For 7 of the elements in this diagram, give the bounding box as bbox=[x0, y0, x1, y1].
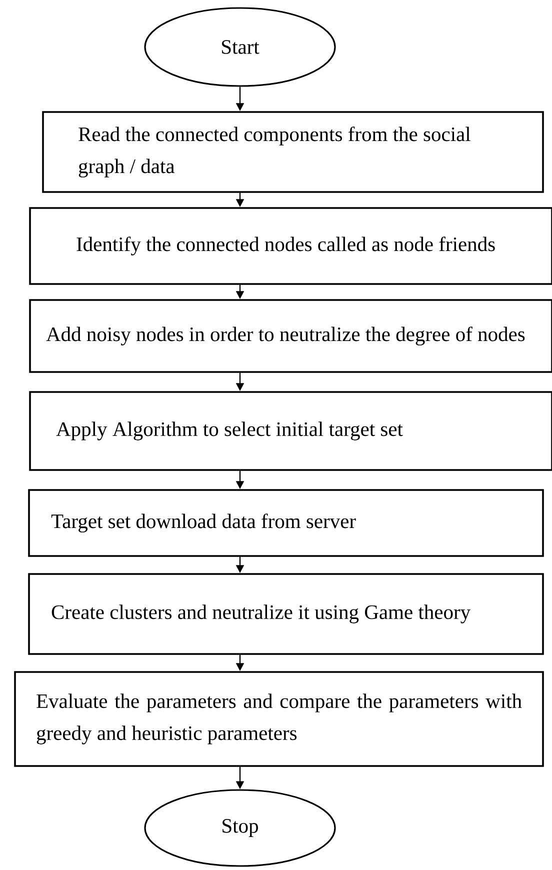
process-box: Create clusters and neutralize it using Game theory bbox=[28, 573, 544, 655]
process-box: Apply Algorithm to select initial target set bbox=[29, 391, 552, 471]
process-box: Identify the connected nodes called as node friends bbox=[29, 207, 552, 285]
process-box: Target set download data from server bbox=[28, 489, 544, 557]
process-box: Evaluate the parameters and compare the parameters with greedy and heuristic parameters bbox=[14, 671, 544, 767]
process-box: Add noisy nodes in order to neutralize the degree of nodes bbox=[29, 299, 552, 373]
process-box: Read the connected components from the social graph / data bbox=[42, 111, 544, 193]
